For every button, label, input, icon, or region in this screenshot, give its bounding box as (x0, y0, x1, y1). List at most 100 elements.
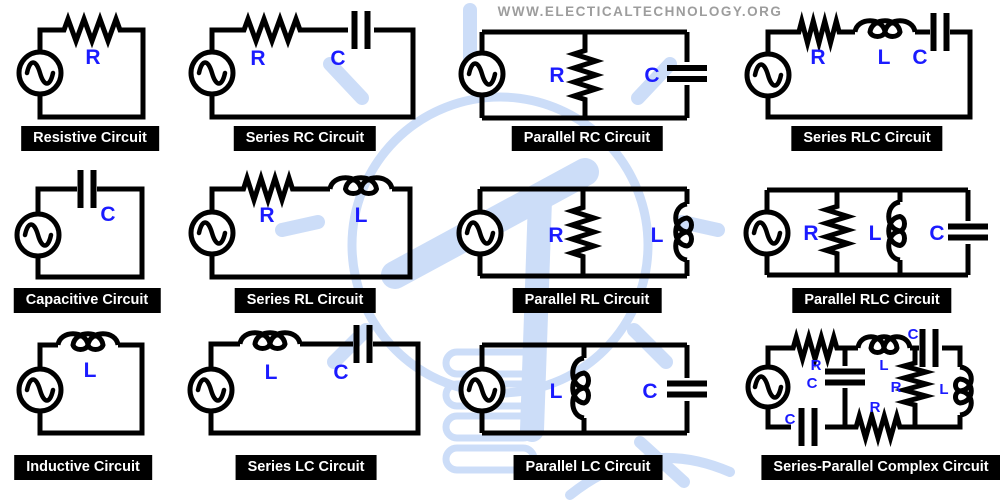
resistor-symbol (563, 204, 603, 260)
component-label: C (912, 46, 927, 69)
component-label: L (265, 361, 278, 384)
inductive-circuit-diagram: L (16, 331, 145, 436)
site-watermark-text: WWW.ELECTICALTECHNOLOGY.ORG (497, 4, 783, 19)
component-label: L (879, 357, 888, 374)
badge-parallel-rc-circuit: Parallel RC Circuit (511, 126, 663, 151)
component-label: R (803, 222, 818, 245)
badge-series-lc-circuit: Series LC Circuit (235, 455, 377, 480)
badge-series-parallel-complex-circuit: Series-Parallel Complex Circuit (761, 455, 1000, 480)
component-label: R (250, 47, 265, 70)
bulb-ray-icon (275, 215, 325, 237)
component-label: R (891, 379, 902, 396)
resistor-symbol (565, 47, 605, 103)
component-label: R (810, 46, 825, 69)
component-label: L (878, 46, 891, 69)
sine-wave-icon (195, 377, 227, 403)
badge-inductive-circuit: Inductive Circuit (14, 455, 152, 480)
component-label: L (939, 381, 948, 398)
inductor-symbol (673, 201, 694, 263)
badge-parallel-rl-circuit: Parallel RL Circuit (512, 288, 662, 313)
component-label: L (869, 222, 882, 245)
component-label: L (550, 380, 563, 403)
component-label: R (811, 357, 822, 374)
sine-wave-icon (752, 62, 784, 88)
sine-wave-icon (24, 60, 56, 86)
inductor-symbol (327, 175, 395, 196)
wire (765, 345, 963, 430)
component-label: C (929, 222, 944, 245)
wire (37, 27, 146, 120)
wire (35, 186, 145, 280)
sine-wave-icon (752, 374, 784, 400)
wire (37, 342, 145, 436)
badge-capacitive-circuit: Capacitive Circuit (13, 288, 161, 313)
component-label: C (333, 361, 348, 384)
sine-wave-icon (464, 220, 496, 246)
sine-wave-icon (22, 222, 54, 248)
resistor-symbol (60, 11, 124, 49)
component-label: L (355, 204, 368, 227)
wire (209, 27, 416, 120)
wire (479, 29, 690, 121)
component-label: C (642, 380, 657, 403)
bulb-ray-icon (323, 57, 369, 105)
component-label: C (908, 326, 919, 343)
component-label: L (651, 224, 664, 247)
inductor-symbol (852, 18, 918, 39)
sine-wave-icon (751, 220, 783, 246)
sine-wave-icon (466, 377, 498, 403)
badge-series-rc-circuit: Series RC Circuit (233, 126, 377, 151)
inductor-symbol (886, 199, 907, 263)
component-label: R (548, 224, 563, 247)
bulb-ray-icon (675, 215, 725, 237)
component-label: C (100, 203, 115, 226)
inductor-symbol (570, 355, 591, 421)
component-label: R (85, 46, 100, 69)
wire (209, 186, 413, 280)
component-label: C (785, 411, 796, 428)
component-label: R (870, 399, 881, 416)
badge-series-rlc-circuit: Series RLC Circuit (791, 126, 943, 151)
bulb-ray-icon (631, 57, 677, 105)
resistor-symbol (796, 11, 842, 53)
capacitive-circuit-diagram: C (14, 170, 145, 280)
sine-wave-icon (466, 61, 498, 87)
badge-parallel-lc-circuit: Parallel LC Circuit (513, 455, 663, 480)
component-label: R (549, 64, 564, 87)
inductor-symbol (237, 330, 303, 351)
resistor-symbol (817, 203, 857, 257)
component-label: L (84, 359, 97, 382)
resistor-symbol (240, 169, 296, 209)
bulb-finger-icon (442, 412, 538, 442)
component-label: C (330, 47, 345, 70)
badge-series-rl-circuit: Series RL Circuit (234, 288, 376, 313)
resistive-circuit-diagram: R (16, 11, 146, 120)
resistor-symbol (894, 360, 936, 408)
inductor-symbol (55, 331, 121, 352)
resistor-symbol (853, 406, 903, 448)
component-label: R (259, 204, 274, 227)
sine-wave-icon (196, 220, 228, 246)
sine-wave-icon (24, 377, 56, 403)
sine-wave-icon (196, 60, 228, 86)
wire (477, 186, 690, 279)
inductor-symbol (953, 364, 974, 418)
component-label: C (644, 64, 659, 87)
wire (764, 187, 971, 278)
badge-parallel-rlc-circuit: Parallel RLC Circuit (792, 288, 952, 313)
resistor-symbol (240, 11, 304, 49)
wire (765, 29, 973, 120)
wire (479, 342, 690, 436)
resistor-symbol (790, 327, 840, 369)
badge-resistive-circuit: Resistive Circuit (21, 126, 159, 151)
